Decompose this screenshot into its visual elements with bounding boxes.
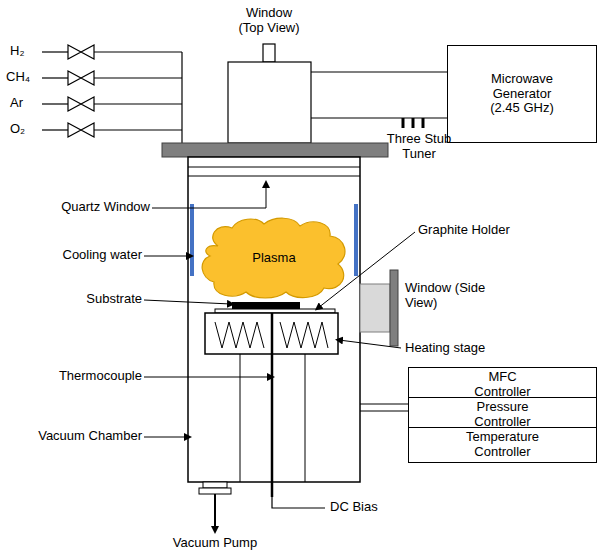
pump-arrow: [214, 494, 216, 530]
part-label: Quartz Window: [30, 200, 150, 215]
gas-name: H₂: [10, 44, 42, 59]
vacuum-chamber: [188, 157, 360, 482]
gas-name: Ar: [10, 96, 42, 111]
gas-lines: [42, 52, 182, 143]
part-label: Thermocouple: [12, 369, 142, 384]
part-label: Vacuum Chamber: [7, 429, 142, 444]
waveguide-box: [228, 62, 311, 143]
gas-name: CH₄: [6, 70, 42, 85]
valve-symbols: [68, 45, 94, 137]
node-text: Pressure Controller: [460, 400, 546, 430]
pump-flange: [203, 482, 227, 488]
part-label: Graphite Holder: [418, 223, 538, 238]
part-label: Vacuum Pump: [160, 536, 270, 551]
side-window: [360, 284, 390, 332]
node-text: Temperature Controller: [460, 430, 546, 460]
plasma-cloud: Plasma: [198, 216, 350, 300]
side-window-flange: [390, 270, 398, 346]
stub-tuner: [403, 118, 423, 128]
generator-box: Microwave Generator (2.45 GHz): [447, 45, 597, 143]
heater-coil: [280, 322, 328, 348]
part-label: DC Bias: [330, 500, 410, 515]
thermocouple: [271, 313, 274, 497]
heater-coil: [215, 322, 264, 348]
top-window-tube: [263, 44, 275, 62]
dc-bias-line: [272, 497, 325, 508]
part-label: Cooling water: [22, 248, 142, 263]
controller-box: Temperature Controller: [408, 427, 597, 463]
pump-flange: [199, 488, 231, 494]
node-text: Microwave Generator (2.45 GHz): [482, 72, 562, 117]
substrate: [232, 302, 300, 309]
controller-lines: [360, 404, 408, 411]
part-label: Window (Top View): [232, 6, 306, 36]
quartz-window: [188, 167, 360, 176]
part-label: Heating stage: [405, 341, 515, 356]
leader-lines: [144, 184, 415, 437]
part-label: Window (Side View): [405, 281, 489, 311]
waveguide-lines: [311, 72, 447, 118]
gas-name: O₂: [10, 122, 42, 137]
node-text: MFC Controller: [460, 370, 546, 400]
part-label: Three Stub Tuner: [384, 132, 454, 162]
part-label: Substrate: [22, 292, 142, 307]
top-plate: [162, 143, 388, 157]
node-text: Plasma: [252, 251, 295, 266]
